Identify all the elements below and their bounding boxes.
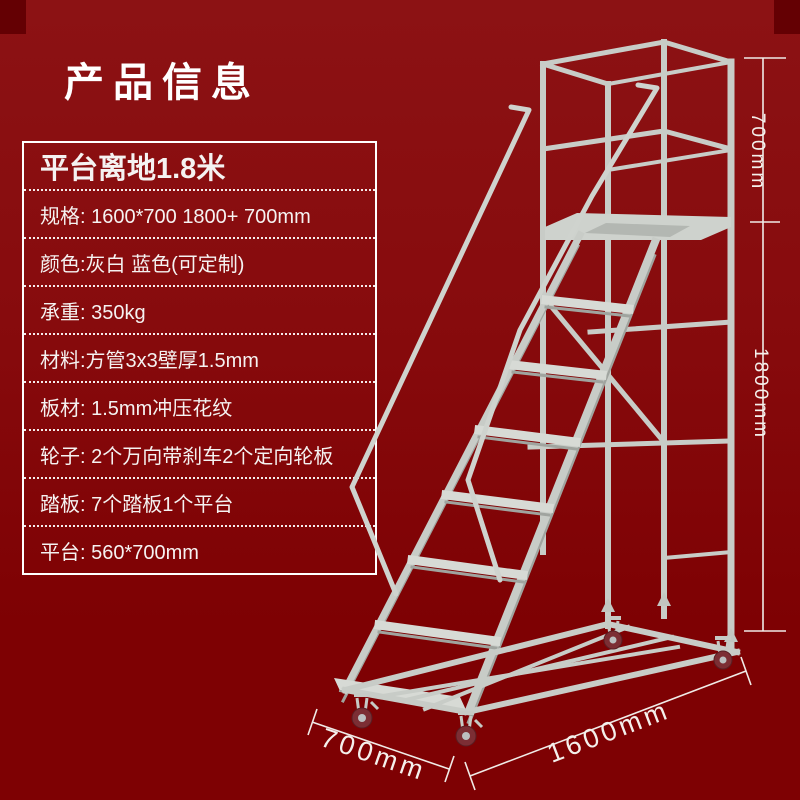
page-title: 产品信息 — [64, 61, 260, 105]
caster-rear-left — [603, 616, 623, 650]
dimension-right-vertical: 700mm 1800mm — [744, 57, 786, 632]
caster-front-left — [351, 693, 380, 729]
length-label: 1600mm — [543, 694, 674, 768]
caster-rear-right — [713, 636, 733, 670]
spec-headline: 平台离地1.8米 — [40, 153, 226, 185]
spec-row-material: 材料:方管3x3壁厚1.5mm — [24, 333, 375, 381]
ladder-frame — [527, 38, 735, 654]
spec-row-load: 承重: 350kg — [24, 285, 375, 333]
depth-label: 700mm — [317, 722, 431, 786]
caster-front-right — [455, 711, 484, 747]
spec-row-steps: 踏板: 7个踏板1个平台 — [24, 477, 375, 525]
ladder-platform — [545, 213, 731, 240]
spec-row-size: 规格: 1600*700 1800+ 700mm — [24, 189, 375, 237]
spec-table: 平台离地1.8米 规格: 1600*700 1800+ 700mm 颜色:灰白 … — [22, 141, 377, 575]
platform-height-label: 1800mm — [750, 348, 771, 440]
ladder-base — [341, 592, 741, 716]
dimension-depth: 700mm — [307, 708, 455, 787]
corner-accent-top-left — [0, 0, 26, 34]
corner-accent-top-right — [774, 0, 800, 34]
spec-row-plate: 板材: 1.5mm冲压花纹 — [24, 381, 375, 429]
spec-row-platform: 平台: 560*700mm — [24, 525, 375, 573]
cage-height-label: 700mm — [747, 113, 768, 191]
spec-row-color: 颜色:灰白 蓝色(可定制) — [24, 237, 375, 285]
ladder-handrails — [349, 82, 660, 597]
spec-row-wheels: 轮子: 2个万向带刹车2个定向轮板 — [24, 429, 375, 477]
